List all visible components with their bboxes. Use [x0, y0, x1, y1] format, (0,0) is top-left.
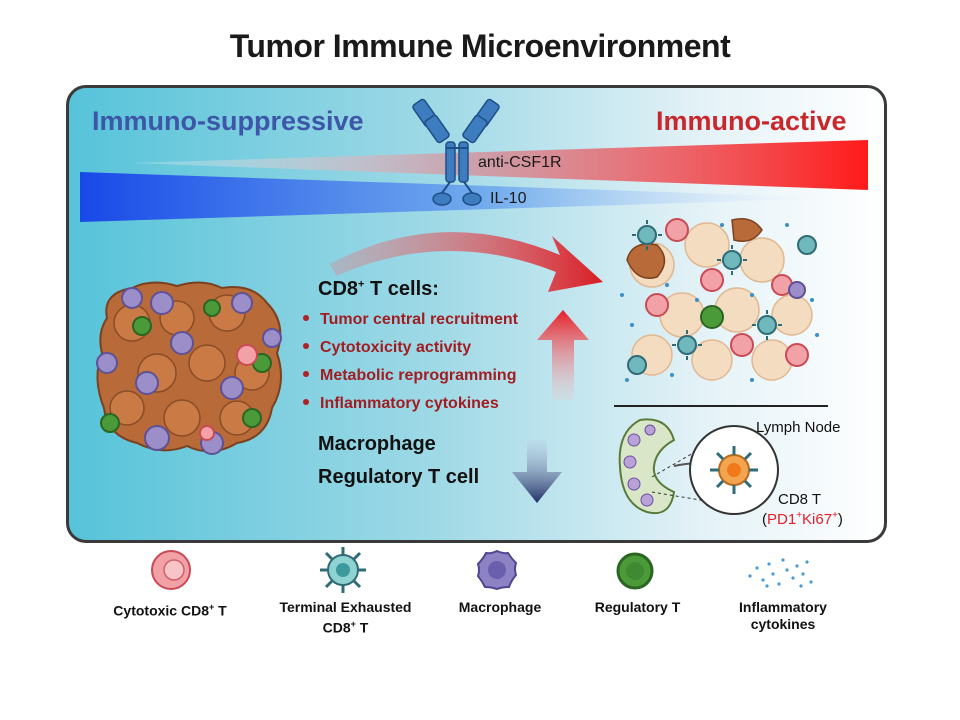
cd8t-label: CD8 T	[778, 491, 822, 508]
down-arrow	[512, 440, 562, 503]
page-title: Tumor Immune Microenvironment	[229, 28, 731, 64]
list-item: Tumor central recruitment	[303, 310, 518, 338]
cytotoxic-cell-icon	[151, 550, 191, 590]
treg-decrease-label: Regulatory T cell	[318, 466, 480, 488]
macrophage-decrease-label: Macrophage	[318, 433, 436, 455]
immuno-suppressive-label: Immuno-suppressive	[92, 106, 364, 136]
list-item: Cytotoxicity activity	[303, 338, 518, 366]
cd8-heading: CD8+ T cells:	[318, 278, 439, 300]
pd1-ki67-label: (PD1+Ki67+)	[762, 510, 843, 528]
exhausted-cell-icon	[320, 547, 366, 593]
anti-csf1r-label: anti-CSF1R	[478, 154, 562, 171]
lymph-node-icon	[618, 418, 779, 515]
legend-treg-label: Regulatory T	[594, 599, 681, 615]
tumor-cluster-icon	[96, 281, 282, 455]
immuno-active-label: Immuno-active	[656, 106, 847, 136]
legend-macrophage-label: Macrophage	[458, 599, 542, 615]
lymph-node-label: Lymph Node	[756, 419, 841, 436]
il10-label: IL-10	[490, 190, 527, 207]
up-arrow	[537, 310, 589, 400]
active-cluster-icon	[620, 218, 819, 382]
legend-cytotoxic-label: Cytotoxic CD8+ T	[113, 602, 227, 619]
list-item: Metabolic reprogramming	[303, 366, 518, 394]
active-wedge	[130, 140, 868, 190]
treg-icon	[616, 552, 654, 590]
antibody-icon	[412, 98, 500, 206]
cytokines-icon	[748, 558, 813, 588]
cd8-effects-list: Tumor central recruitment Cytotoxicity a…	[303, 310, 518, 422]
list-item: Inflammatory cytokines	[303, 394, 518, 422]
recruitment-curve-arrow	[330, 232, 603, 292]
macrophage-icon	[476, 549, 518, 591]
suppressive-wedge	[80, 172, 840, 222]
